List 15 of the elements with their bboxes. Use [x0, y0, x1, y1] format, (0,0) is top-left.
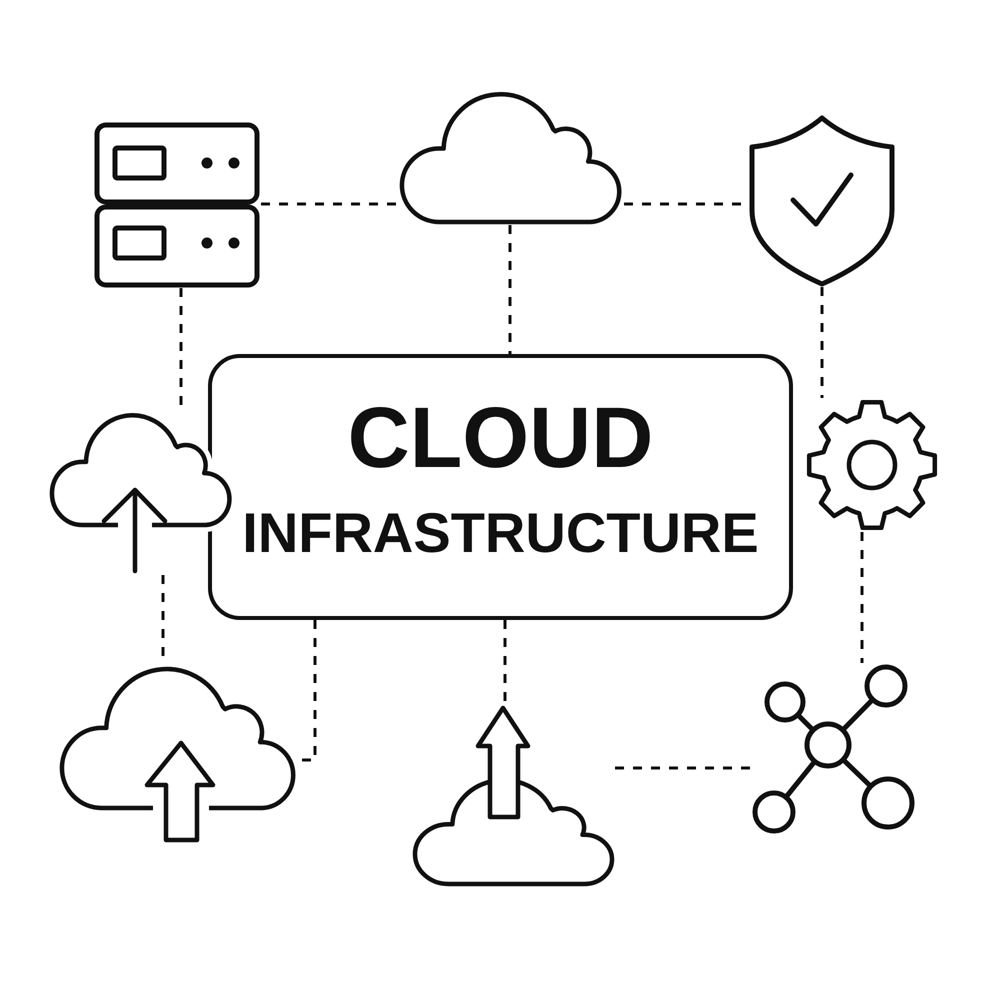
- dashed-connector: [820, 287, 824, 398]
- subtitle-text: INFRASTRUCTURE: [242, 500, 759, 564]
- dashed-connector: [180, 288, 182, 407]
- dashed-connector: [162, 575, 164, 659]
- dashed-connector: [860, 532, 864, 663]
- dashed-connector: [615, 766, 751, 770]
- dashed-connector: [261, 202, 399, 206]
- network-icon: [751, 663, 916, 835]
- title-panel: [208, 354, 793, 620]
- shield-check-icon: [749, 115, 895, 287]
- server-icon: [93, 122, 261, 288]
- cloud-arrow-icon: [412, 705, 615, 887]
- dashed-connector: [508, 225, 512, 354]
- gear-icon: [805, 398, 939, 532]
- title-text: CLOUD: [348, 390, 654, 486]
